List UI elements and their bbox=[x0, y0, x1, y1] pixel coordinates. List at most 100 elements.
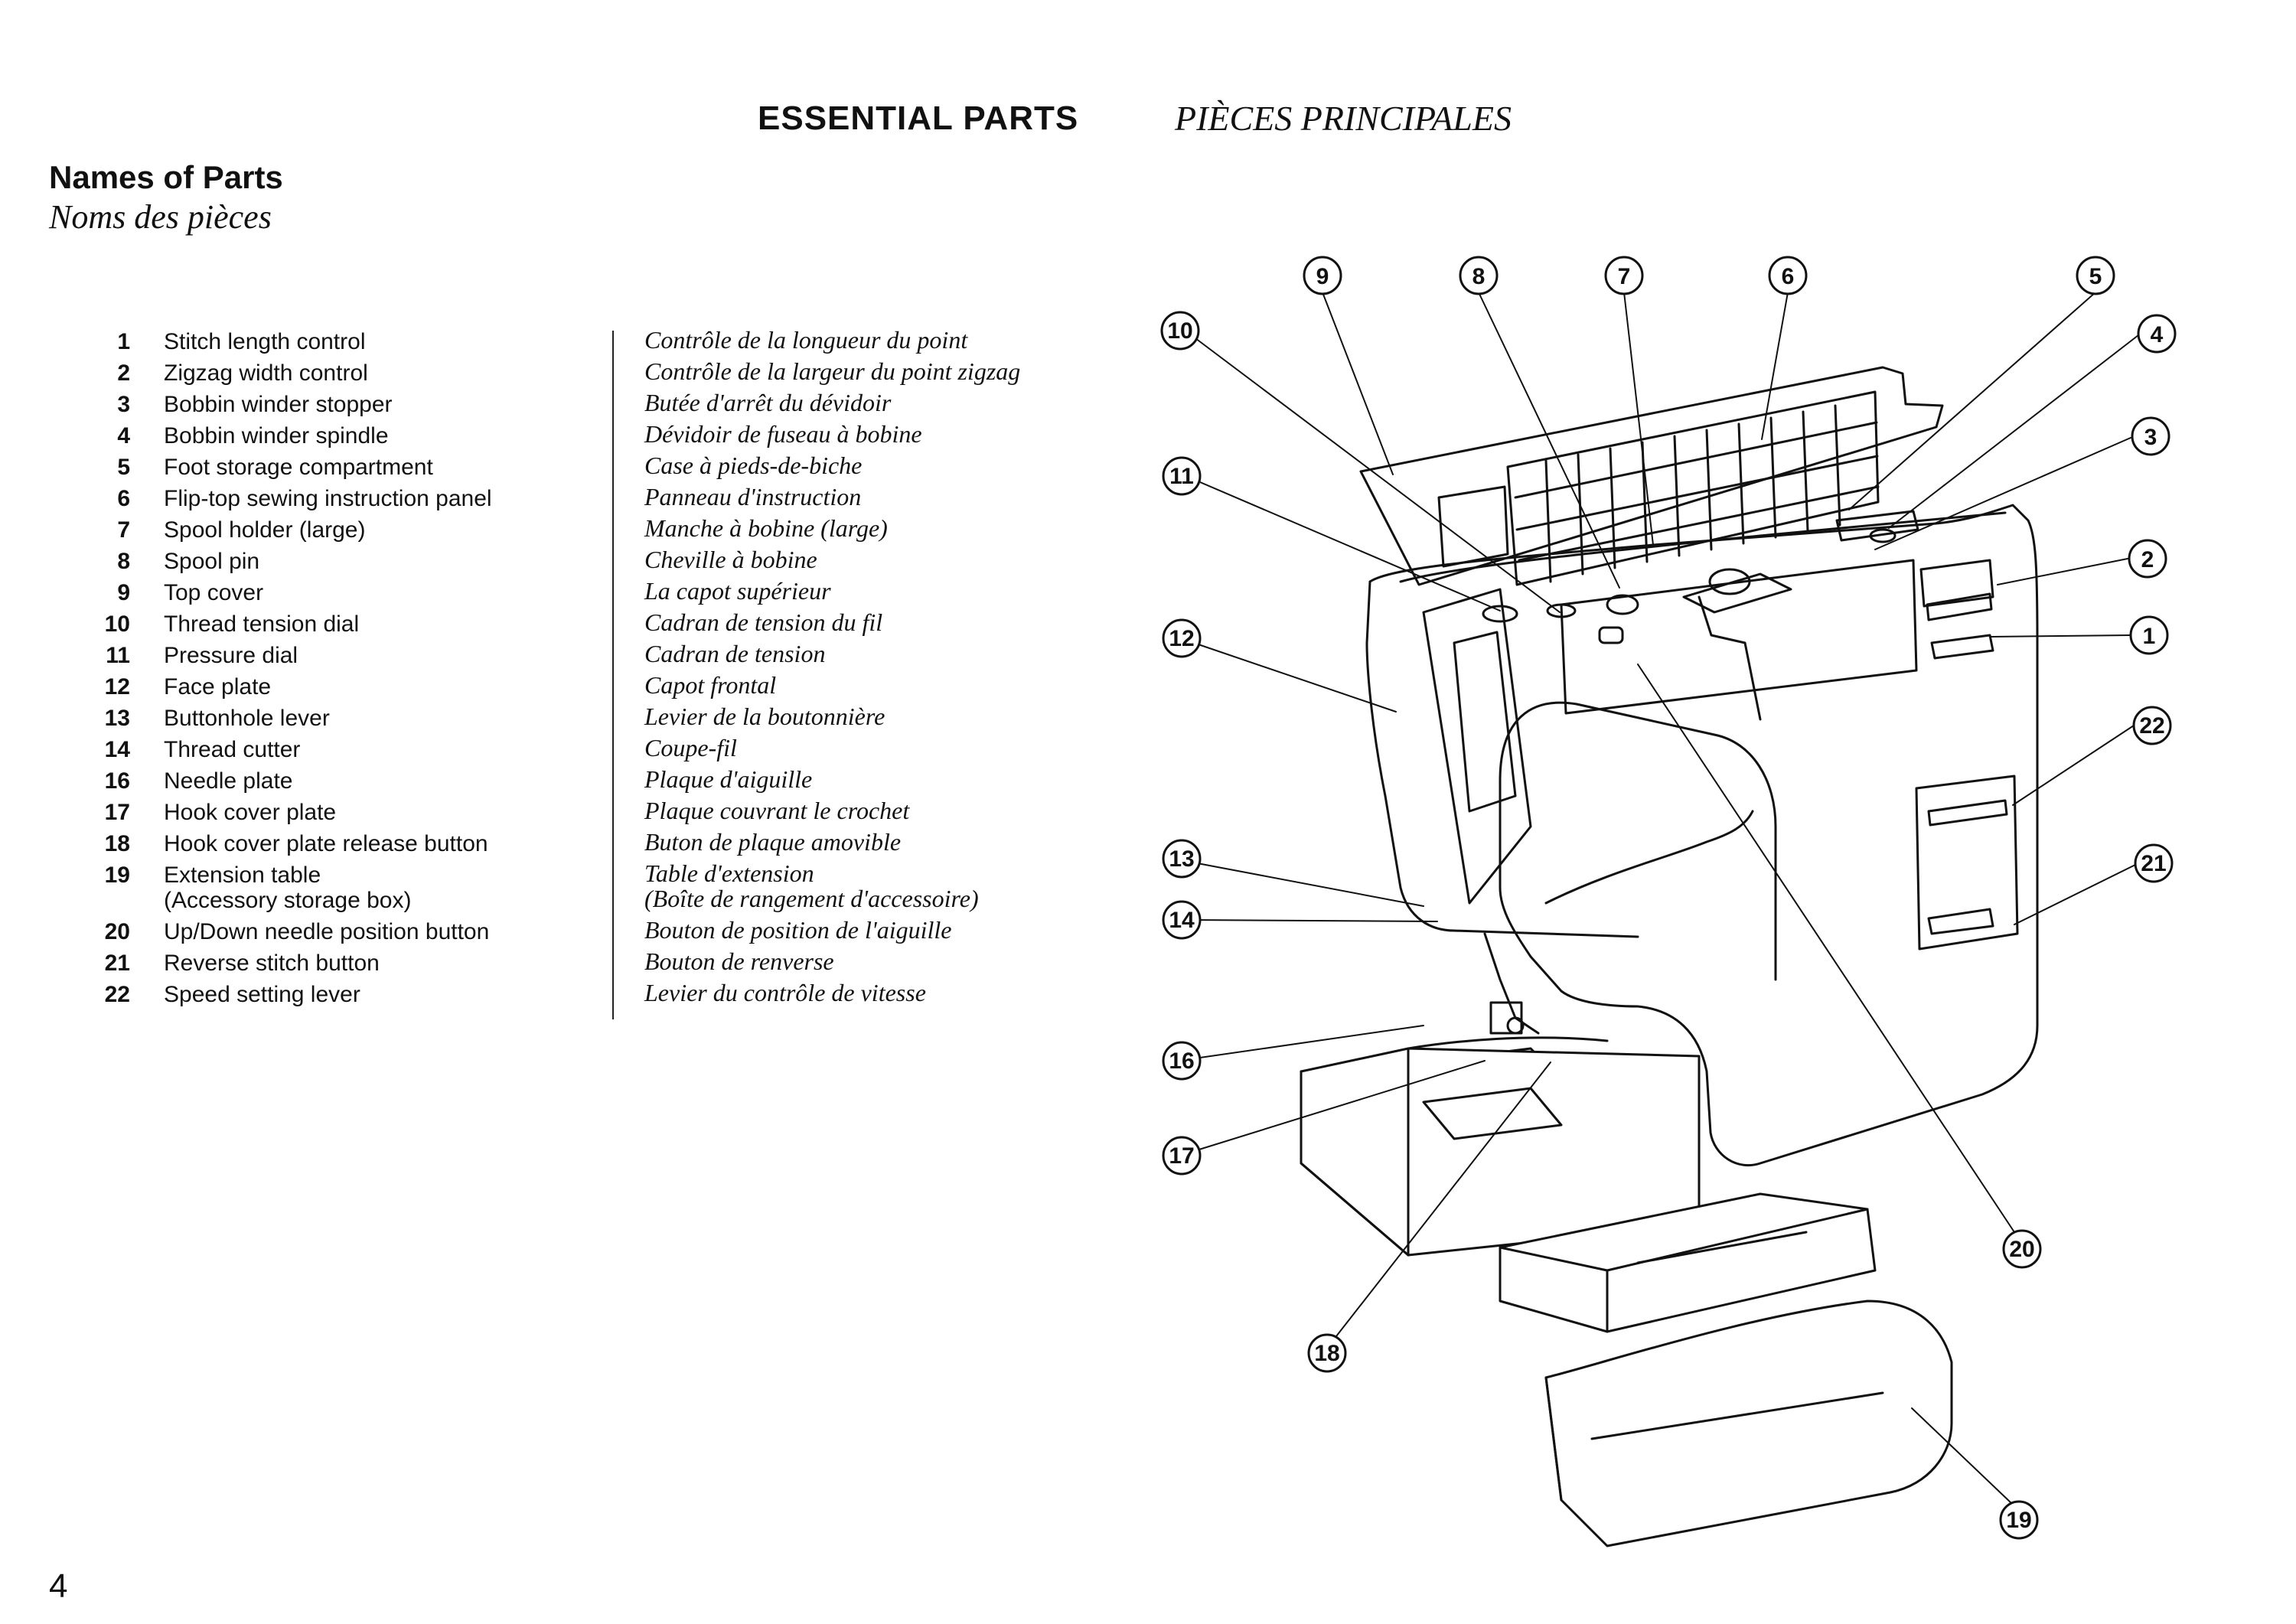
part-name-fr: Bouton de position de l'aiguille bbox=[644, 916, 952, 944]
sewing-machine-diagram: 9 8 7 6 5 4 3 2 1 22 21 10 11 12 13 14 1… bbox=[1160, 256, 2177, 1547]
part-name-fr: Levier de la boutonnière bbox=[644, 703, 885, 730]
part-number: 16 bbox=[104, 768, 130, 794]
part-name-fr: Butée d'arrêt du dévidoir bbox=[644, 389, 892, 416]
part-name-fr: La capot supérieur bbox=[644, 577, 831, 605]
part-row: 17 Hook cover plate Plaque couvrant le cro… bbox=[99, 797, 1094, 828]
machine-body-drawing bbox=[1365, 504, 2039, 1167]
svg-text:6: 6 bbox=[1782, 264, 1795, 289]
callout-14: 14 bbox=[1162, 900, 1202, 940]
part-number: 9 bbox=[117, 580, 130, 605]
section-title-en: Names of Parts bbox=[49, 159, 283, 195]
svg-text:1: 1 bbox=[2143, 624, 2156, 649]
part-number: 4 bbox=[117, 423, 130, 448]
svg-text:5: 5 bbox=[2089, 264, 2102, 289]
instruction-panel-drawing bbox=[1359, 366, 1944, 586]
part-number: 6 bbox=[117, 486, 130, 511]
part-name-en: Face plate bbox=[164, 674, 272, 699]
part-number: 3 bbox=[117, 392, 130, 417]
part-number: 22 bbox=[104, 982, 130, 1007]
part-name-en: Bobbin winder stopper bbox=[164, 392, 393, 417]
svg-text:21: 21 bbox=[2141, 851, 2166, 876]
part-number: 18 bbox=[104, 831, 130, 856]
column-divider bbox=[612, 331, 614, 1019]
accessory-box-drawing bbox=[1499, 1192, 1877, 1333]
part-name-en: Buttonhole lever bbox=[164, 706, 330, 731]
svg-text:10: 10 bbox=[1167, 318, 1192, 344]
part-name-en: Zigzag width control bbox=[164, 360, 368, 386]
part-number: 17 bbox=[104, 800, 130, 825]
part-name-en: Spool holder (large) bbox=[164, 517, 366, 543]
part-number: 7 bbox=[117, 517, 130, 543]
leader-lines bbox=[1189, 292, 2139, 1504]
callout-3: 3 bbox=[2131, 416, 2170, 456]
part-name-fr: Contrôle de la largeur du point zigzag bbox=[644, 357, 1021, 385]
part-row: 13 Buttonhole lever Levier de la boutonniè… bbox=[99, 703, 1094, 734]
svg-text:19: 19 bbox=[2006, 1508, 2031, 1533]
callout-9: 9 bbox=[1303, 256, 1342, 295]
part-name-en: Hook cover plate release button bbox=[164, 831, 488, 856]
callout-2: 2 bbox=[2128, 539, 2167, 579]
part-row: 19 Extension table(Accessory storage box… bbox=[99, 859, 1094, 916]
svg-text:11: 11 bbox=[1169, 464, 1194, 489]
part-number: 1 bbox=[117, 329, 130, 354]
part-name-fr: Plaque d'aiguille bbox=[644, 765, 813, 793]
part-name-en: Speed setting lever bbox=[164, 982, 360, 1007]
part-name-fr: Cadran de tension bbox=[644, 640, 826, 667]
part-name-en: Pressure dial bbox=[164, 643, 298, 668]
section-title-fr: Noms des pièces bbox=[49, 198, 272, 236]
part-number: 11 bbox=[106, 643, 130, 668]
page-number: 4 bbox=[49, 1567, 68, 1605]
part-name-en: Needle plate bbox=[164, 768, 293, 794]
part-name-en: Bobbin winder spindle bbox=[164, 423, 389, 448]
callout-5: 5 bbox=[2076, 256, 2115, 295]
part-name-fr: Manche à bobine (large) bbox=[644, 514, 888, 542]
svg-text:9: 9 bbox=[1316, 264, 1329, 289]
part-number: 19 bbox=[104, 863, 130, 888]
part-number: 5 bbox=[117, 455, 130, 480]
part-name-fr: Plaque couvrant le crochet bbox=[644, 797, 910, 824]
svg-text:8: 8 bbox=[1473, 264, 1486, 289]
svg-text:4: 4 bbox=[2151, 322, 2164, 347]
svg-text:13: 13 bbox=[1169, 846, 1194, 872]
callout-20: 20 bbox=[2002, 1229, 2042, 1269]
part-name-en: Hook cover plate bbox=[164, 800, 337, 825]
part-name-fr: Case à pieds-de-biche bbox=[644, 452, 863, 479]
page-title-fr: PIÈCES PRINCIPALES bbox=[1175, 99, 1512, 138]
svg-text:12: 12 bbox=[1169, 626, 1194, 651]
part-name-en: Reverse stitch button bbox=[164, 951, 380, 976]
part-name-fr: Table d'extension(Boîte de rangement d'a… bbox=[644, 859, 979, 912]
part-row: 11 Pressure dial Cadran de tension bbox=[99, 640, 1094, 671]
part-name-fr: Cheville à bobine bbox=[644, 546, 817, 573]
svg-text:18: 18 bbox=[1314, 1341, 1339, 1366]
callout-21: 21 bbox=[2134, 843, 2174, 883]
part-name-fr: Contrôle de la longueur du point bbox=[644, 326, 968, 354]
part-row: 16 Needle plate Plaque d'aiguille bbox=[99, 765, 1094, 797]
part-number: 10 bbox=[104, 611, 130, 637]
svg-text:20: 20 bbox=[2009, 1237, 2034, 1262]
part-name-en: Spool pin bbox=[164, 549, 260, 574]
svg-text:17: 17 bbox=[1169, 1143, 1194, 1169]
part-row: 3 Bobbin winder stopper Butée d'arrêt du d… bbox=[99, 389, 1094, 420]
svg-text:22: 22 bbox=[2139, 713, 2164, 739]
callout-8: 8 bbox=[1459, 256, 1499, 295]
part-name-fr: Coupe-fil bbox=[644, 734, 737, 761]
part-name-en: Flip-top sewing instruction panel bbox=[164, 486, 492, 511]
part-name-fr: Buton de plaque amovible bbox=[644, 828, 902, 856]
part-number: 20 bbox=[104, 919, 130, 944]
part-row: 7 Spool holder (large) Manche à bobine (la… bbox=[99, 514, 1094, 546]
callout-10: 10 bbox=[1160, 311, 1200, 351]
callout-13: 13 bbox=[1162, 839, 1202, 879]
part-number: 13 bbox=[104, 706, 130, 731]
callout-markers: 9 8 7 6 5 4 3 2 1 22 21 10 11 12 13 14 1… bbox=[1160, 256, 2177, 1540]
part-name-en: Stitch length control bbox=[164, 329, 366, 354]
part-number: 12 bbox=[104, 674, 130, 699]
page-title-en: ESSENTIAL PARTS bbox=[758, 99, 1079, 137]
callout-16: 16 bbox=[1162, 1041, 1202, 1081]
